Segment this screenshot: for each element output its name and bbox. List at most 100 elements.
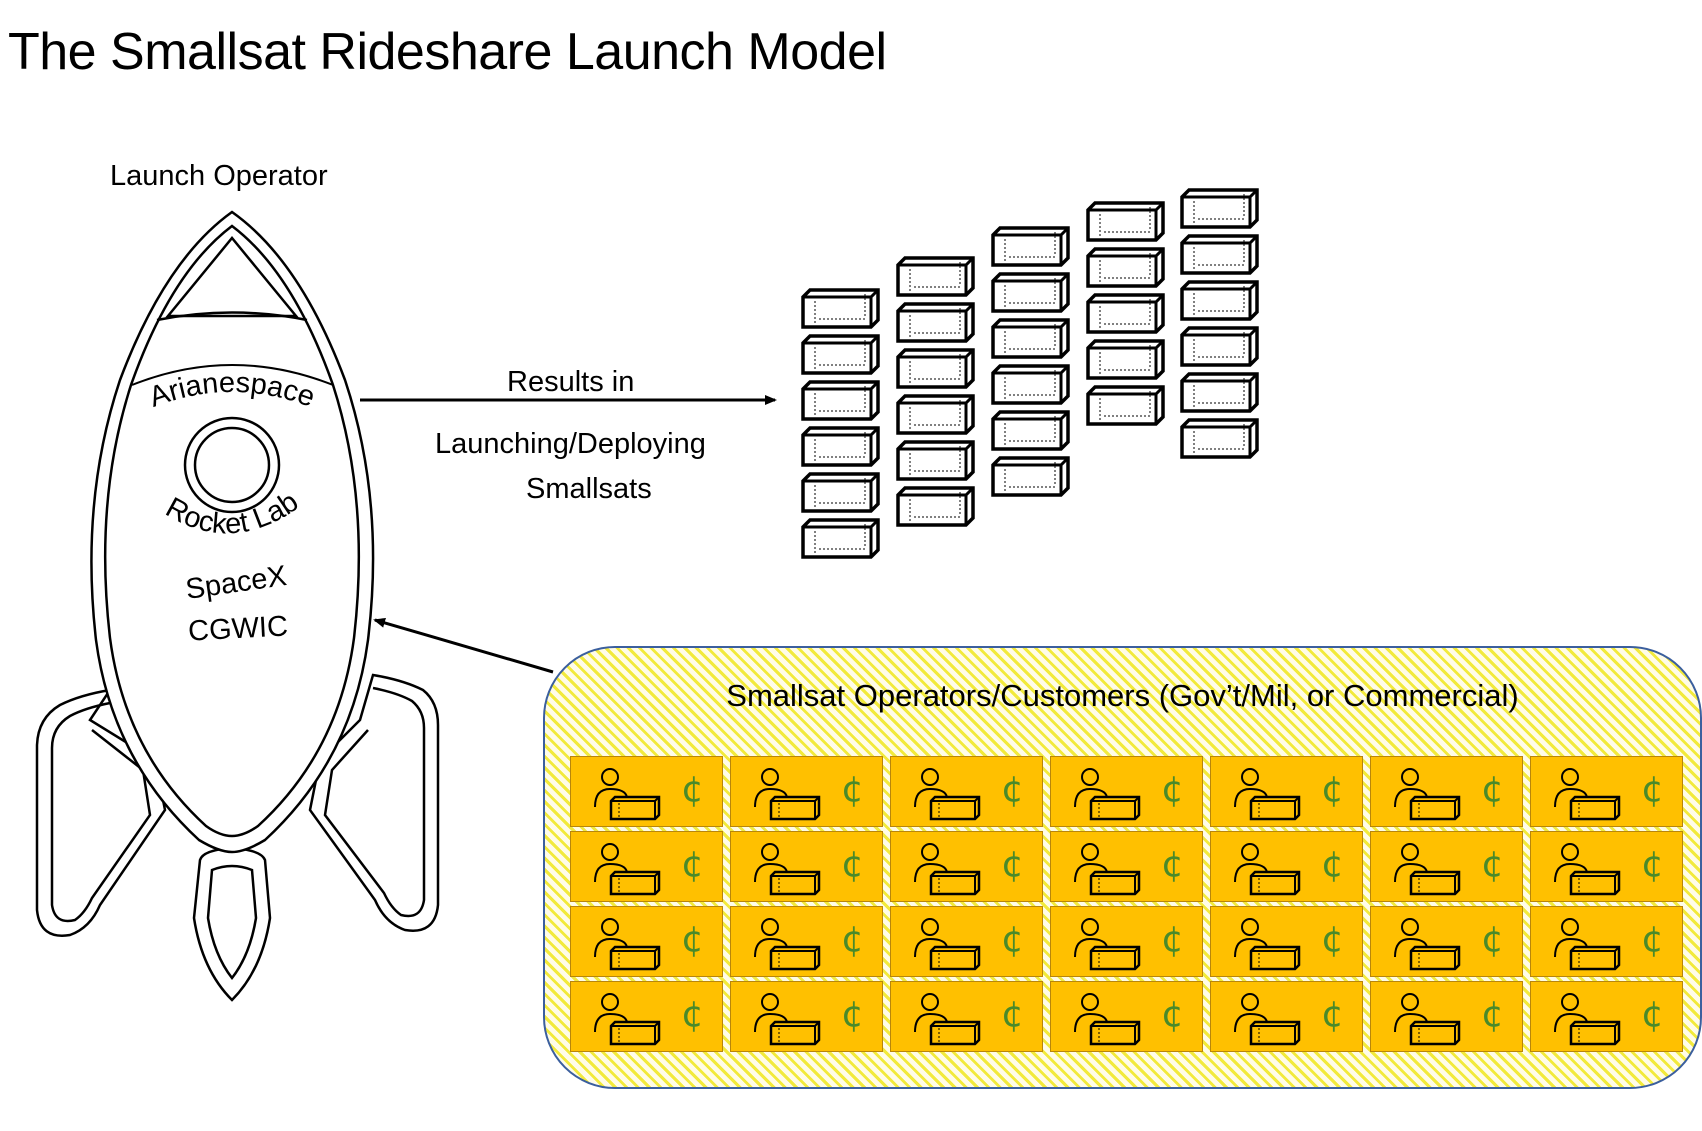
customer-cell: ¢: [730, 756, 883, 827]
smallsat-icon: [991, 318, 1070, 359]
customer-cell: ¢: [730, 906, 883, 977]
operator-with-smallsat-icon: [1554, 843, 1621, 896]
smallsat-icon: [1180, 326, 1259, 367]
smallsat-icon: [991, 410, 1070, 451]
payment-cent-icon: ¢: [1641, 769, 1664, 810]
smallsat-icon: [896, 440, 975, 481]
payment-cent-icon: ¢: [1161, 919, 1184, 960]
payment-cent-icon: ¢: [1001, 994, 1024, 1035]
payment-cent-icon: ¢: [1001, 919, 1024, 960]
payment-cent-icon: ¢: [681, 769, 704, 810]
customer-cell: ¢: [1530, 906, 1683, 977]
payment-cent-icon: ¢: [1481, 994, 1504, 1035]
smallsats-cluster: [801, 188, 1259, 559]
customer-cell: ¢: [890, 906, 1043, 977]
payment-cent-icon: ¢: [1481, 769, 1504, 810]
smallsats-label: Smallsats: [526, 473, 652, 505]
operator-with-smallsat-icon: [1074, 993, 1141, 1046]
smallsat-icon: [991, 364, 1070, 405]
customer-cell: ¢: [1370, 831, 1523, 902]
smallsat-icon: [896, 486, 975, 527]
payment-cent-icon: ¢: [841, 994, 864, 1035]
customer-cell: ¢: [1370, 906, 1523, 977]
operator-with-smallsat-icon: [1234, 768, 1301, 821]
payment-cent-icon: ¢: [841, 769, 864, 810]
customer-cell: ¢: [1370, 981, 1523, 1052]
operator-with-smallsat-icon: [1554, 768, 1621, 821]
smallsat-icon: [991, 226, 1070, 267]
payment-cent-icon: ¢: [681, 994, 704, 1035]
customers-to-rocket-arrow: [373, 618, 554, 674]
customer-cell: ¢: [1050, 906, 1203, 977]
smallsat-icon: [896, 256, 975, 297]
operator-with-smallsat-icon: [754, 768, 821, 821]
payment-cent-icon: ¢: [1481, 919, 1504, 960]
smallsat-icon: [991, 456, 1070, 497]
customer-cell: ¢: [890, 831, 1043, 902]
customers-title: Smallsat Operators/Customers (Gov’t/Mil,…: [726, 678, 1519, 713]
operator-with-smallsat-icon: [594, 993, 661, 1046]
payment-cent-icon: ¢: [1321, 994, 1344, 1035]
payment-cent-icon: ¢: [1321, 769, 1344, 810]
smallsat-icon: [991, 272, 1070, 313]
customer-cell: ¢: [1210, 981, 1363, 1052]
payment-cent-icon: ¢: [1161, 769, 1184, 810]
rocket-icon: [35, 210, 440, 1002]
customer-cell: ¢: [730, 981, 883, 1052]
payment-cent-icon: ¢: [1321, 844, 1344, 885]
customer-cell: ¢: [570, 756, 723, 827]
payment-cent-icon: ¢: [1641, 994, 1664, 1035]
results-in-label: Results in: [507, 366, 635, 398]
customer-cell: ¢: [570, 906, 723, 977]
customer-cell: ¢: [1210, 906, 1363, 977]
operator-with-smallsat-icon: [1074, 843, 1141, 896]
operator-cgwic: CGWIC: [187, 610, 288, 647]
customer-cell: ¢: [570, 831, 723, 902]
operator-with-smallsat-icon: [1074, 918, 1141, 971]
payment-cent-icon: ¢: [681, 844, 704, 885]
customer-cell: ¢: [1210, 756, 1363, 827]
operator-with-smallsat-icon: [1234, 993, 1301, 1046]
payment-cent-icon: ¢: [681, 919, 704, 960]
customer-cell: ¢: [1050, 756, 1203, 827]
operator-with-smallsat-icon: [594, 918, 661, 971]
customer-cell: ¢: [730, 831, 883, 902]
payment-cent-icon: ¢: [1001, 769, 1024, 810]
operator-with-smallsat-icon: [1554, 918, 1621, 971]
operator-with-smallsat-icon: [1394, 993, 1461, 1046]
smallsat-icon: [896, 302, 975, 343]
operator-with-smallsat-icon: [1394, 768, 1461, 821]
customers-grid: ¢ ¢ ¢ ¢ ¢ ¢ ¢ ¢ ¢ ¢ ¢ ¢ ¢ ¢ ¢ ¢ ¢ ¢ ¢ ¢ ¢ ¢ ¢ ¢ ¢ ¢ ¢ ¢: [570, 756, 1683, 1052]
operator-with-smallsat-icon: [914, 918, 981, 971]
smallsat-icon: [1086, 385, 1165, 426]
payment-cent-icon: ¢: [1161, 994, 1184, 1035]
customer-cell: ¢: [1370, 756, 1523, 827]
customer-cell: ¢: [1530, 831, 1683, 902]
payment-cent-icon: ¢: [1641, 844, 1664, 885]
smallsat-icon: [801, 472, 880, 513]
smallsat-icon: [1086, 201, 1165, 242]
payment-cent-icon: ¢: [1481, 844, 1504, 885]
smallsat-icon: [1086, 339, 1165, 380]
smallsat-icon: [801, 518, 880, 559]
payment-cent-icon: ¢: [1161, 844, 1184, 885]
operator-with-smallsat-icon: [754, 918, 821, 971]
operator-with-smallsat-icon: [1234, 918, 1301, 971]
smallsat-icon: [801, 334, 880, 375]
payment-cent-icon: ¢: [1321, 919, 1344, 960]
operator-with-smallsat-icon: [754, 843, 821, 896]
smallsat-icon: [1180, 234, 1259, 275]
payment-cent-icon: ¢: [1001, 844, 1024, 885]
smallsat-icon: [1180, 372, 1259, 413]
payment-cent-icon: ¢: [841, 919, 864, 960]
operator-with-smallsat-icon: [1394, 843, 1461, 896]
smallsat-icon: [801, 288, 880, 329]
operator-with-smallsat-icon: [914, 768, 981, 821]
customer-cell: ¢: [890, 981, 1043, 1052]
launch-operator-label: Launch Operator: [110, 160, 328, 192]
payment-cent-icon: ¢: [1641, 919, 1664, 960]
smallsat-icon: [801, 380, 880, 421]
smallsat-icon: [896, 348, 975, 389]
smallsat-icon: [1180, 418, 1259, 459]
